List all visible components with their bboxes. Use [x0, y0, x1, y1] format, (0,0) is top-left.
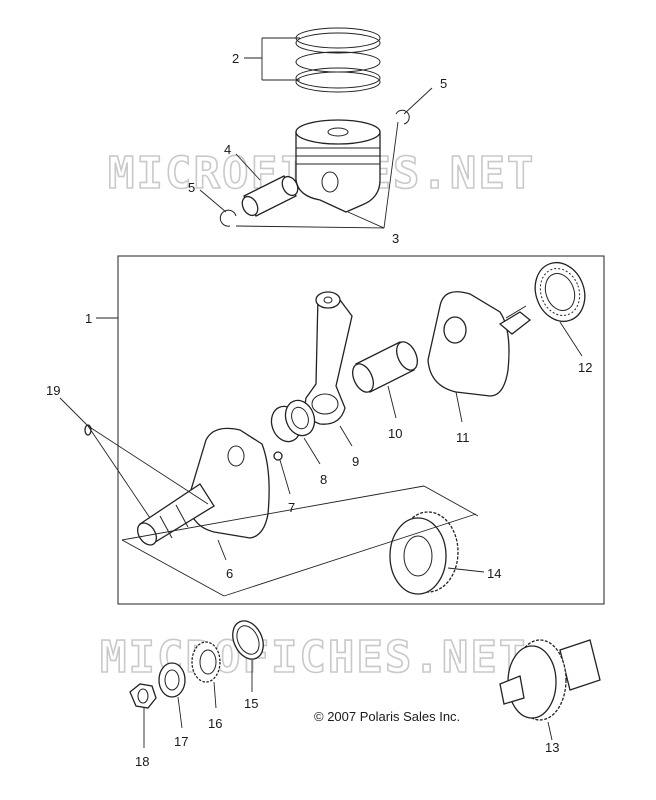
crank-half-left: [136, 427, 270, 546]
callout-17: 17: [174, 734, 188, 749]
callout-13: 13: [545, 740, 559, 755]
callout-10: 10: [388, 426, 402, 441]
callout-3: 3: [392, 231, 399, 246]
dowel-pin: [273, 451, 283, 461]
nut: [129, 683, 157, 709]
crank-pin: [352, 341, 418, 393]
crank-half-right: [427, 291, 532, 397]
callout-11: 11: [456, 430, 470, 445]
callout-19: 19: [46, 383, 60, 398]
callout-18: 18: [135, 754, 149, 769]
leader-lines: [59, 37, 583, 748]
copyright-notice: © 2007 Polaris Sales Inc.: [314, 709, 460, 724]
drive-gear: [389, 511, 459, 595]
needle-bearing: [270, 399, 316, 443]
callout-7: 7: [288, 500, 295, 515]
callout-16: 16: [208, 716, 222, 731]
piston: [295, 119, 381, 213]
balance-shaft: [499, 639, 601, 721]
circlip-right: [395, 109, 410, 125]
callout-8: 8: [320, 472, 327, 487]
callout-12: 12: [578, 360, 592, 375]
shim-washer: [232, 620, 264, 660]
assembly-box: [117, 255, 605, 605]
lock-washer: [158, 662, 186, 698]
piston-pin: [241, 175, 299, 217]
callout-6: 6: [226, 566, 233, 581]
callout-4: 4: [224, 142, 231, 157]
small-gear: [191, 641, 221, 683]
callout-9: 9: [352, 454, 359, 469]
callout-1: 1: [85, 311, 92, 326]
callout-5-left: 5: [188, 180, 195, 195]
callout-5-right: 5: [440, 76, 447, 91]
callout-15: 15: [244, 696, 258, 711]
connecting-rod: [304, 291, 353, 425]
callout-2: 2: [232, 51, 239, 66]
callout-14: 14: [487, 566, 501, 581]
main-bearing: [534, 261, 586, 323]
piston-rings: [295, 27, 381, 93]
circlip-left: [219, 209, 237, 227]
